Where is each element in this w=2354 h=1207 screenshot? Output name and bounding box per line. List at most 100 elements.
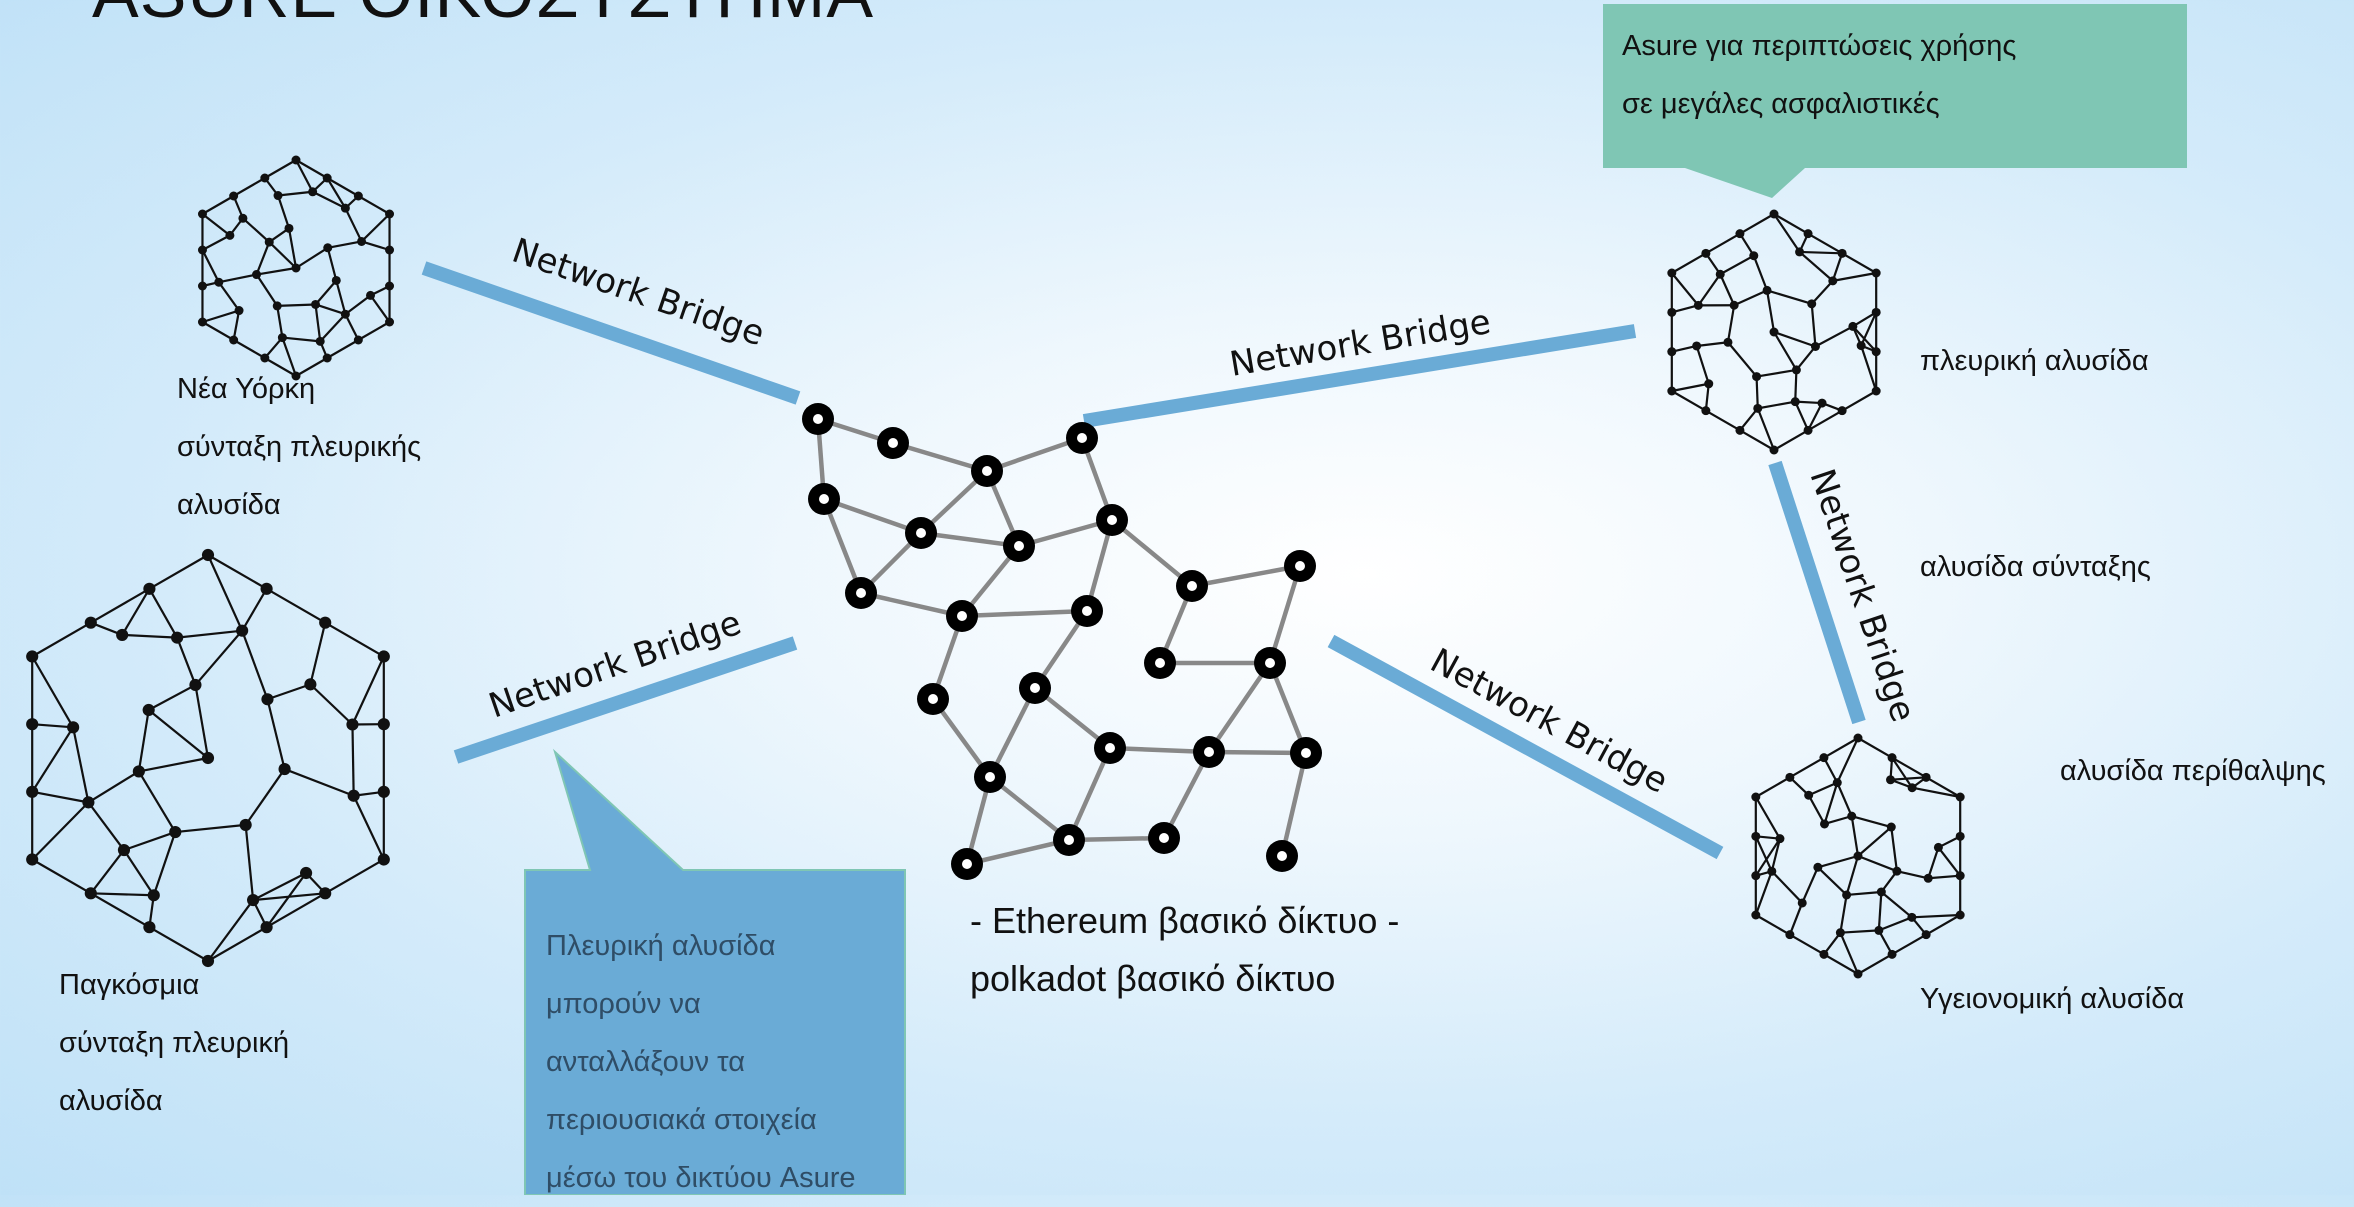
mesh-edge xyxy=(1790,935,1824,955)
mesh-edge xyxy=(195,631,242,685)
mesh-edge xyxy=(1818,867,1847,895)
mesh-edge xyxy=(219,275,257,283)
mesh-edge xyxy=(219,282,239,310)
mesh-edge xyxy=(149,710,208,758)
mesh-node xyxy=(1872,308,1881,317)
mesh-node xyxy=(261,693,273,705)
mesh-edge xyxy=(234,178,265,196)
mesh-edge xyxy=(1892,935,1926,955)
mesh-edge xyxy=(1672,273,1698,305)
mesh-node xyxy=(133,765,145,777)
mesh-node xyxy=(1934,843,1943,852)
mesh-edge xyxy=(267,873,306,927)
mesh-edge xyxy=(88,771,138,802)
mesh-node xyxy=(354,192,363,201)
mesh-edge xyxy=(1720,274,1734,305)
mesh-node xyxy=(1811,342,1820,351)
mesh-edge xyxy=(1840,930,1878,932)
mesh-node xyxy=(274,191,283,200)
mesh-node xyxy=(1842,890,1851,899)
mesh-node xyxy=(1886,775,1895,784)
mesh-node xyxy=(1854,734,1863,743)
mesh-edge xyxy=(1808,234,1842,254)
mesh-node xyxy=(198,282,207,291)
core-edge xyxy=(1209,663,1270,752)
mesh-edge xyxy=(257,275,278,306)
mesh-node xyxy=(1735,426,1744,435)
health-chain-label: Υγειονομική αλυσίδα xyxy=(1920,970,2184,1028)
mesh-edge xyxy=(246,769,285,825)
mesh-node xyxy=(252,270,261,279)
mesh-node xyxy=(261,921,273,933)
mesh-node xyxy=(1887,823,1896,832)
mesh-node xyxy=(278,333,287,342)
mesh-edge xyxy=(1706,411,1740,431)
mesh-edge xyxy=(1847,856,1858,895)
mesh-node xyxy=(1854,970,1863,979)
mesh-node xyxy=(1735,229,1744,238)
mesh-node xyxy=(1813,863,1822,872)
mesh-node xyxy=(332,276,341,285)
mesh-node xyxy=(385,246,394,255)
newyork-chain-mesh xyxy=(198,156,394,381)
mesh-node xyxy=(1775,834,1784,843)
mesh-node xyxy=(1833,778,1842,787)
mesh-node xyxy=(82,796,94,808)
mesh-node xyxy=(171,632,183,644)
mesh-node xyxy=(1751,793,1760,802)
core-node-center xyxy=(1301,748,1311,758)
mesh-edge xyxy=(265,160,296,178)
mesh-node xyxy=(1704,379,1713,388)
mesh-edge xyxy=(345,295,370,314)
mesh-node xyxy=(1792,365,1801,374)
mesh-edge xyxy=(1672,384,1709,391)
care-chain-label: αλυσίδα περίθαλψης xyxy=(2060,742,2326,800)
mesh-node xyxy=(378,853,390,865)
mesh-node xyxy=(1795,247,1804,256)
mesh-node xyxy=(1730,301,1739,310)
mesh-edge xyxy=(1774,214,1800,252)
core-edge xyxy=(1192,566,1300,586)
mesh-node xyxy=(236,625,248,637)
mesh-node xyxy=(378,718,390,730)
mesh-edge xyxy=(352,725,353,796)
mesh-node xyxy=(284,224,293,233)
mesh-edge xyxy=(175,825,245,832)
mesh-edge xyxy=(1852,816,1892,827)
mesh-edge xyxy=(1754,256,1767,291)
mesh-edge xyxy=(1858,827,1891,856)
mesh-edge xyxy=(1756,915,1790,935)
mesh-edge xyxy=(1772,871,1802,903)
mesh-node xyxy=(378,650,390,662)
mesh-node xyxy=(1701,249,1710,258)
insurance-callout: Asure για περιπτώσεις χρήσης σε μεγάλες … xyxy=(1622,17,2016,133)
core-node-center xyxy=(916,528,926,538)
mesh-node xyxy=(1667,269,1676,278)
mesh-node xyxy=(1872,387,1881,396)
mesh-edge xyxy=(139,758,208,771)
mesh-edge xyxy=(345,208,361,241)
mesh-node xyxy=(1818,399,1827,408)
mesh-edge xyxy=(1928,876,1960,879)
mesh-node xyxy=(1907,913,1916,922)
mesh-node xyxy=(366,291,375,300)
mesh-edge xyxy=(316,280,337,304)
mesh-node xyxy=(385,210,394,219)
mesh-edge xyxy=(1756,797,1780,839)
mesh-edge xyxy=(257,242,270,274)
mesh-node xyxy=(118,844,130,856)
mesh-node xyxy=(1872,347,1881,356)
mesh-node xyxy=(1804,229,1813,238)
mesh-node xyxy=(1804,791,1813,800)
mesh-edge xyxy=(277,306,282,338)
core-node-center xyxy=(1077,433,1087,443)
mesh-node xyxy=(143,583,155,595)
mesh-edge xyxy=(277,304,315,305)
mesh-edge xyxy=(1891,777,1927,779)
mesh-edge xyxy=(267,589,326,623)
mesh-node xyxy=(1767,867,1776,876)
mesh-edge xyxy=(177,631,242,638)
mesh-node xyxy=(1819,753,1828,762)
core-node-center xyxy=(982,466,992,476)
main-network-label: - Ethereum βασικό δίκτυο - polkadot βασι… xyxy=(970,892,1399,1008)
